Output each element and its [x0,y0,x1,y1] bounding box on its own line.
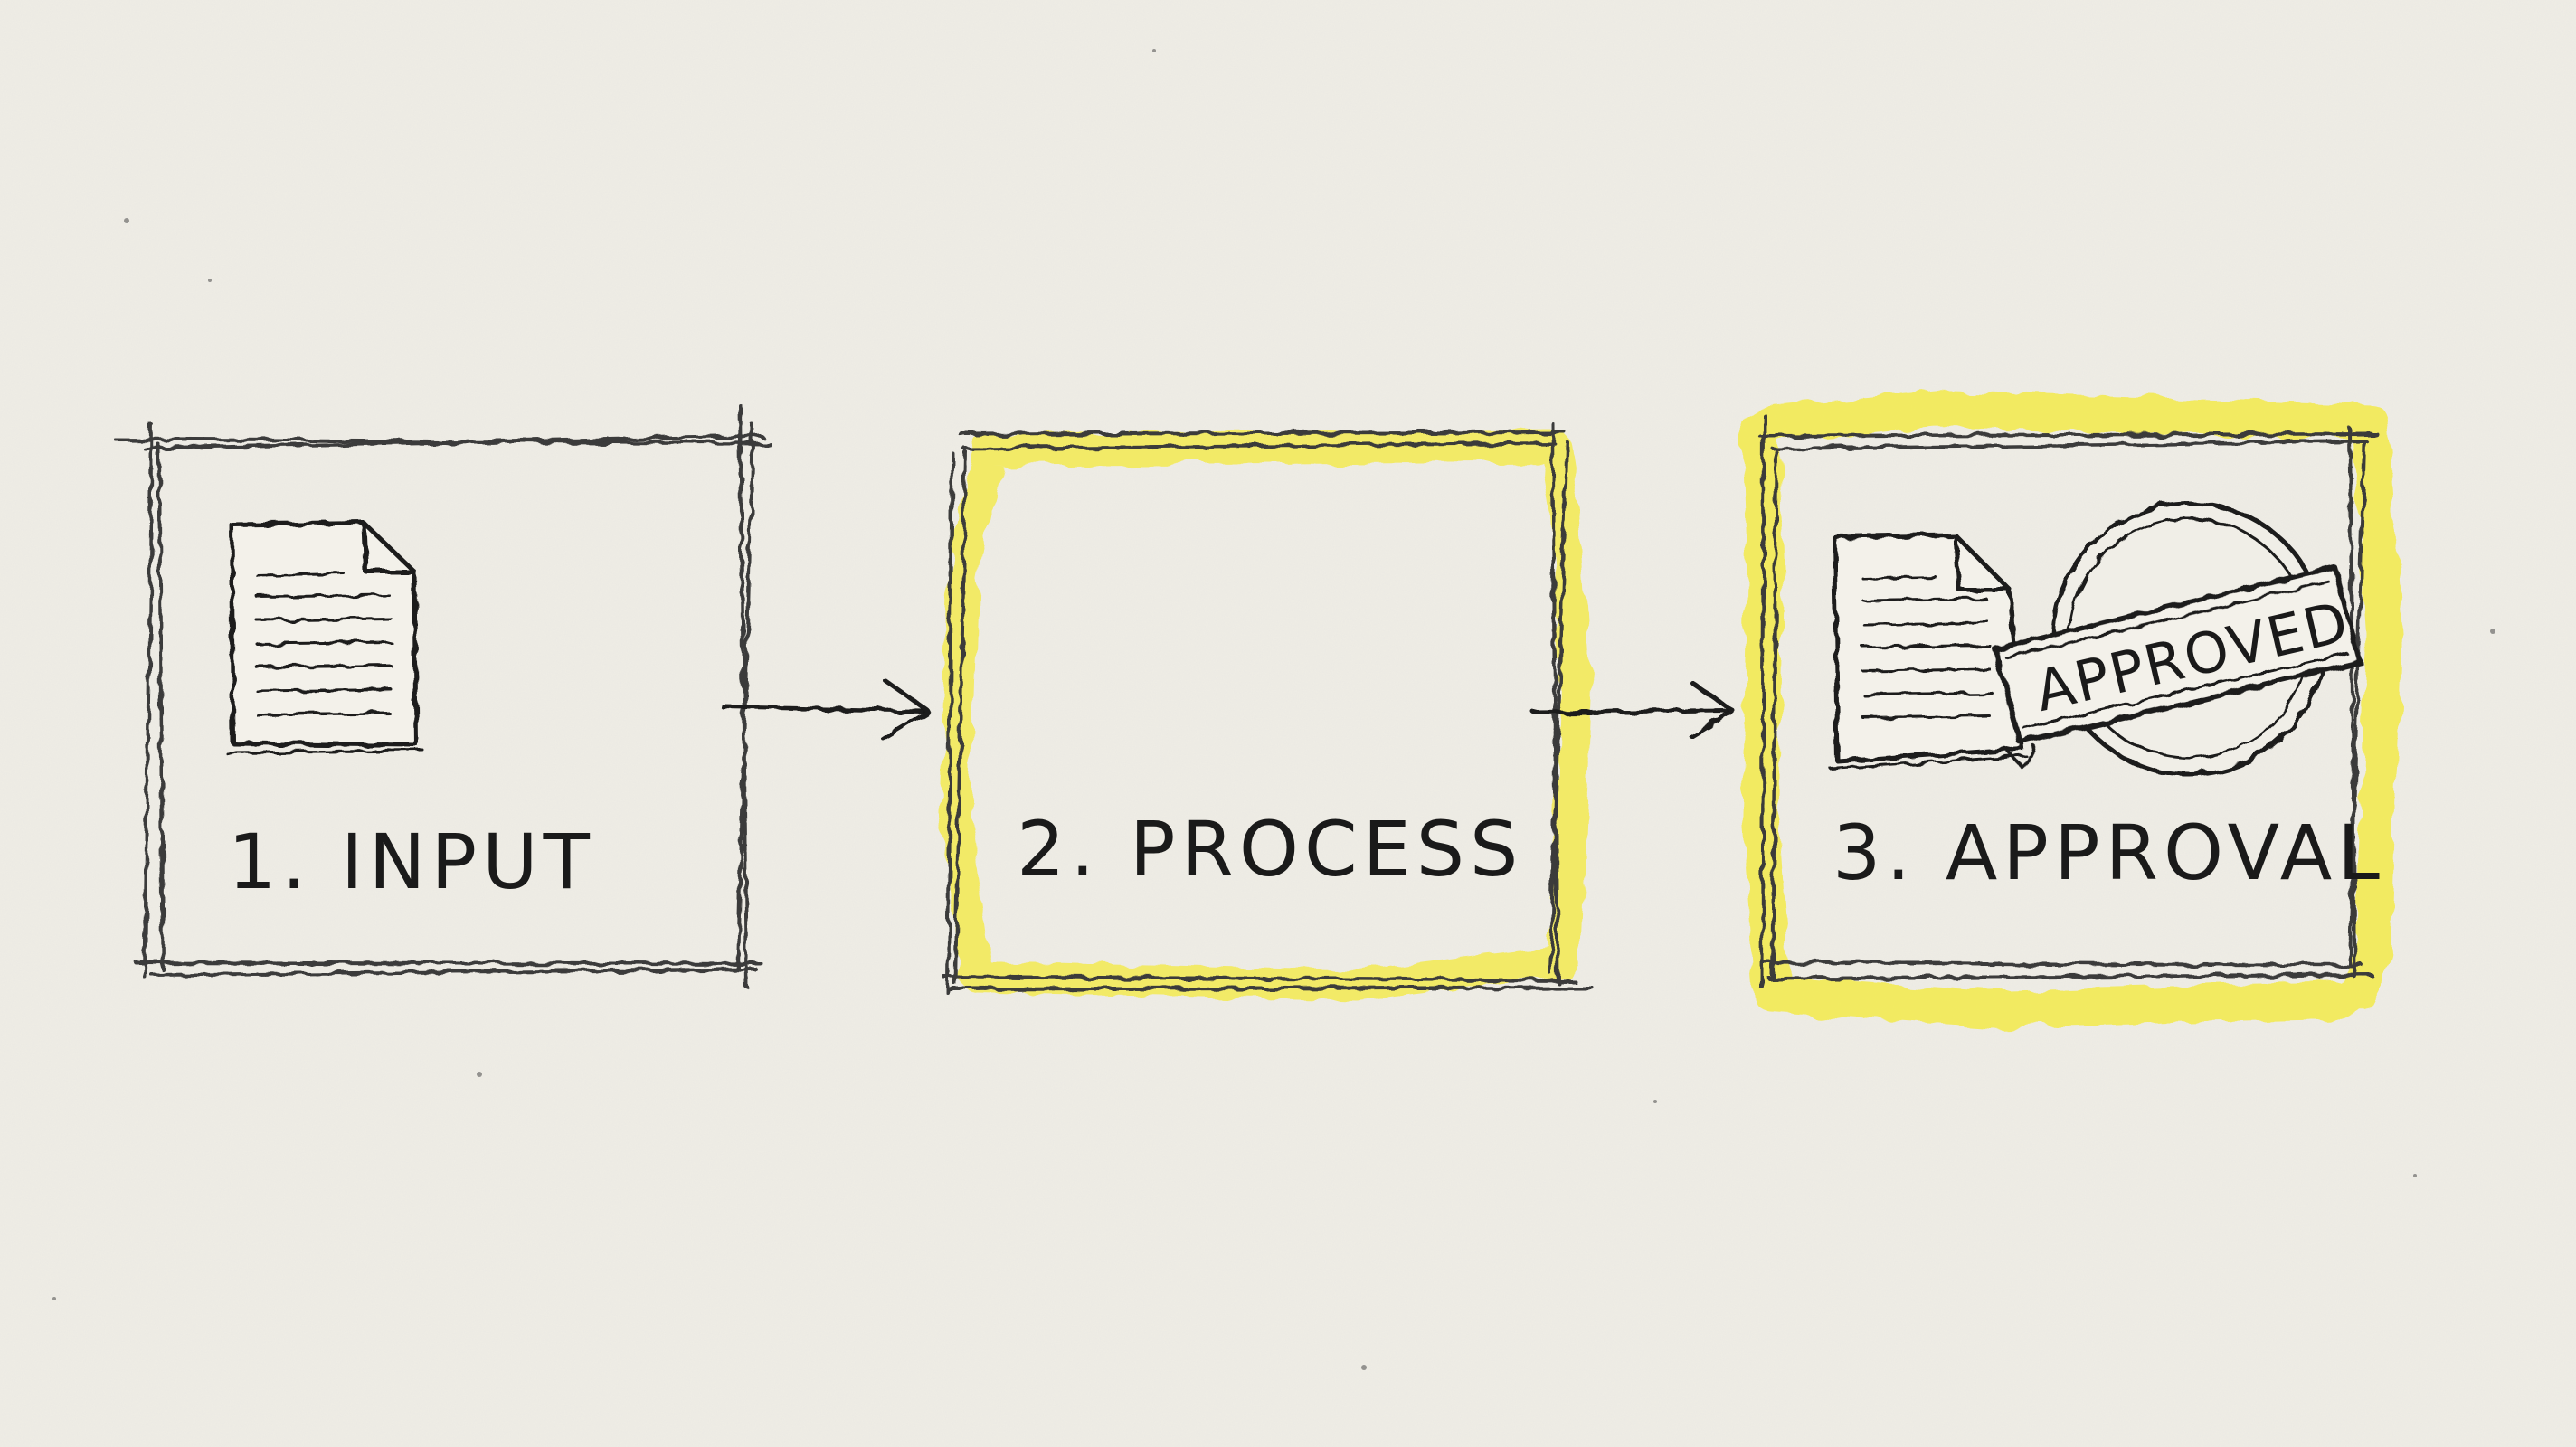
step-2-box [942,421,1594,995]
paper-specks [52,49,2496,1370]
step-1-box [114,403,771,989]
step-1-label: 1. INPUT [228,818,595,906]
step-3-approval: APPROVED 3. APPROVAL [1742,391,2402,1027]
document-icon [224,520,425,754]
step-3-label: 3. APPROVAL [1833,809,2385,897]
step-2-highlight [940,431,1591,1001]
arrow-process-to-approval [1531,681,1736,739]
arrow-input-to-process [721,677,931,741]
step-3-box [1758,412,2379,989]
step-2-label: 2. PROCESS [1017,805,1523,894]
step-1-input: 1. INPUT [114,403,771,989]
approved-document-icon [1829,533,2028,771]
step-2-process: 2. PROCESS [940,421,1594,1001]
